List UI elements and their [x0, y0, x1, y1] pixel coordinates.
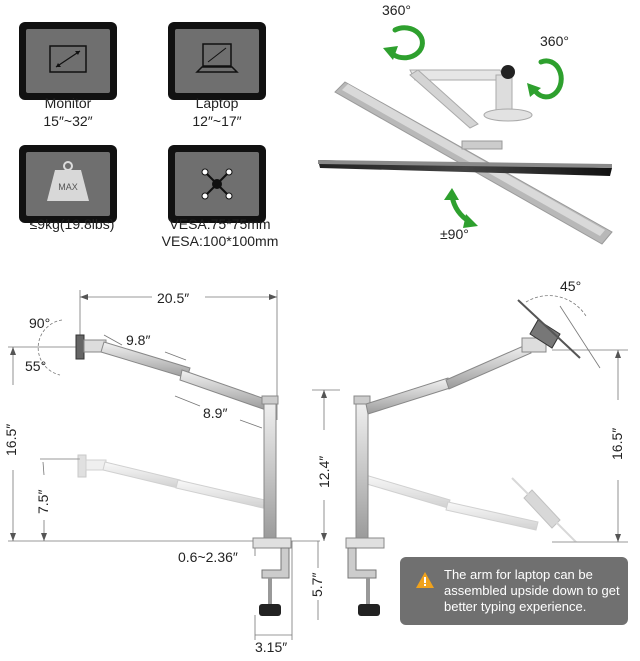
arm-lower-label: 8.9″: [203, 405, 228, 421]
vesa-spec-box: [168, 145, 266, 223]
height-right-label: 16.5″: [609, 427, 625, 460]
arm-upper-label: 9.8″: [126, 332, 151, 348]
right-arm: [345, 299, 581, 616]
pole-height-label: 12.4″: [316, 455, 332, 488]
weight-badge: MAX: [58, 182, 78, 192]
vesa-mount-icon: [201, 168, 233, 200]
right-dimension-arrows: [321, 350, 621, 542]
clamp-height-label: 5.7″: [309, 572, 325, 597]
laptop-spec-box: [168, 22, 266, 100]
note-text: The arm for laptop can be assembled upsi…: [444, 567, 620, 614]
left-arm-ghost: [77, 454, 266, 509]
laptop-assembly-note: The arm for laptop can be assembled upsi…: [400, 557, 628, 625]
width-label: 20.5″: [157, 290, 190, 306]
left-dimension-arrows: [10, 294, 277, 541]
weight-icon: MAX: [47, 161, 89, 201]
tilt-label: ±90°: [440, 226, 469, 242]
right-dimension-lines: [312, 295, 628, 543]
base-label: 3.15″: [255, 639, 288, 655]
laptop-icon: [195, 43, 239, 73]
monitor-title: Monitor: [44, 95, 92, 111]
laptop-tilt-label: 45°: [560, 278, 582, 294]
vesa-line2: VESA:100*100mm: [161, 233, 279, 249]
height-left-label: 16.5″: [3, 423, 19, 456]
right-arm-ghost: [359, 473, 577, 543]
laptop-range: 12″~17″: [192, 113, 242, 129]
low-left-label: 7.5″: [35, 489, 51, 514]
tilt-up-label: 90°: [29, 315, 51, 331]
rotation-arrows: [383, 25, 564, 228]
monitor-render: [318, 65, 613, 245]
warning-icon: [416, 572, 434, 588]
clamp-range-label: 0.6~2.36″: [178, 549, 238, 565]
rotation-right-label: 360°: [540, 33, 569, 49]
weight-value: ≤9kg(19.8lbs): [29, 216, 115, 232]
monitor-icon: [49, 45, 87, 73]
monitor-spec-box: [19, 22, 117, 100]
left-arm: [75, 334, 292, 616]
vesa-line1: VESA:75*75mm: [169, 216, 271, 232]
rotation-top-label: 360°: [382, 2, 411, 18]
weight-spec-box: MAX: [19, 145, 117, 223]
monitor-range: 15″~32″: [43, 113, 93, 129]
laptop-title: Laptop: [195, 95, 239, 111]
tilt-down-label: 55°: [25, 358, 47, 374]
